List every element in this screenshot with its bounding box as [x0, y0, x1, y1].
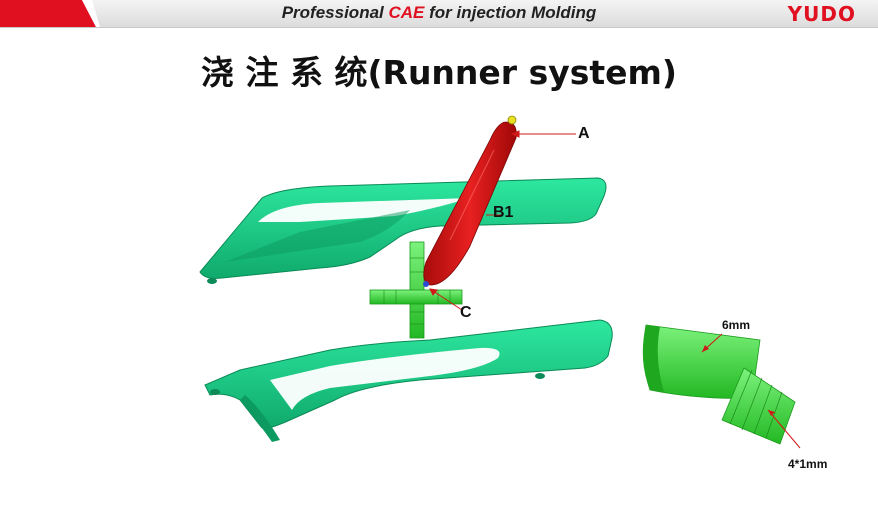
dim-diameter-label: 6mm: [722, 318, 751, 332]
upper-part: [199, 177, 607, 284]
lower-part: [204, 319, 613, 442]
callout-a-label: A: [578, 125, 590, 142]
header-title-accent: CAE: [388, 3, 425, 22]
header-title-suffix: for injection Molding: [424, 3, 597, 22]
callout-c-label: C: [460, 304, 472, 321]
brand-logo: YUDO: [787, 2, 856, 26]
header-title-prefix: Professional: [281, 3, 389, 22]
page-title: 浇 注 系 统(Runner system): [200, 53, 677, 92]
dim-tip-label: 4*1mm: [788, 457, 828, 471]
callout-lines: [429, 130, 576, 311]
nozzle-detail: [642, 324, 801, 449]
header-title: Professional CAE for injection Molding: [0, 3, 878, 23]
header-ribbon-logo: [0, 0, 100, 27]
callout-b1-label: B1: [493, 204, 514, 221]
red-sprue: [423, 115, 517, 287]
header-bar: Professional CAE for injection Molding Y…: [0, 0, 878, 28]
cross-runner: [369, 241, 463, 339]
